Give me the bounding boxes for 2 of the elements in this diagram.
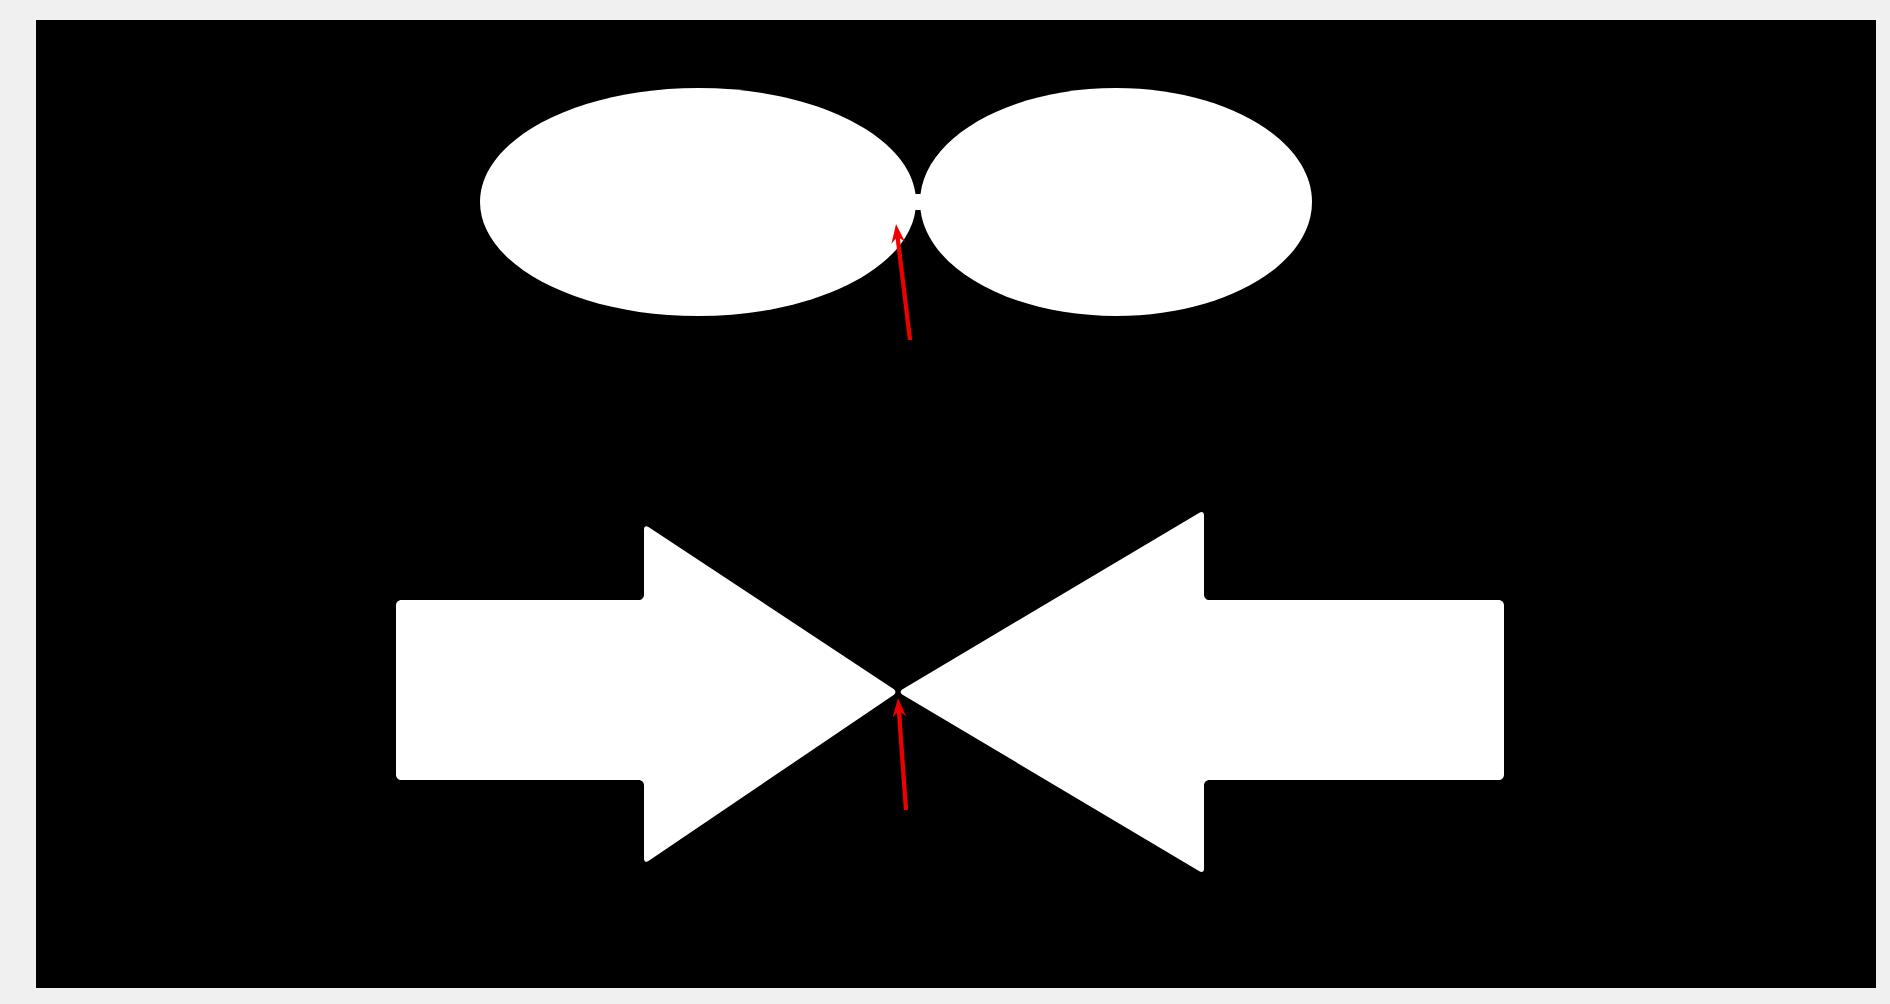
- opposing-arrows-drawing: [396, 512, 1504, 872]
- ellipse-pair-drawing: [480, 88, 1312, 316]
